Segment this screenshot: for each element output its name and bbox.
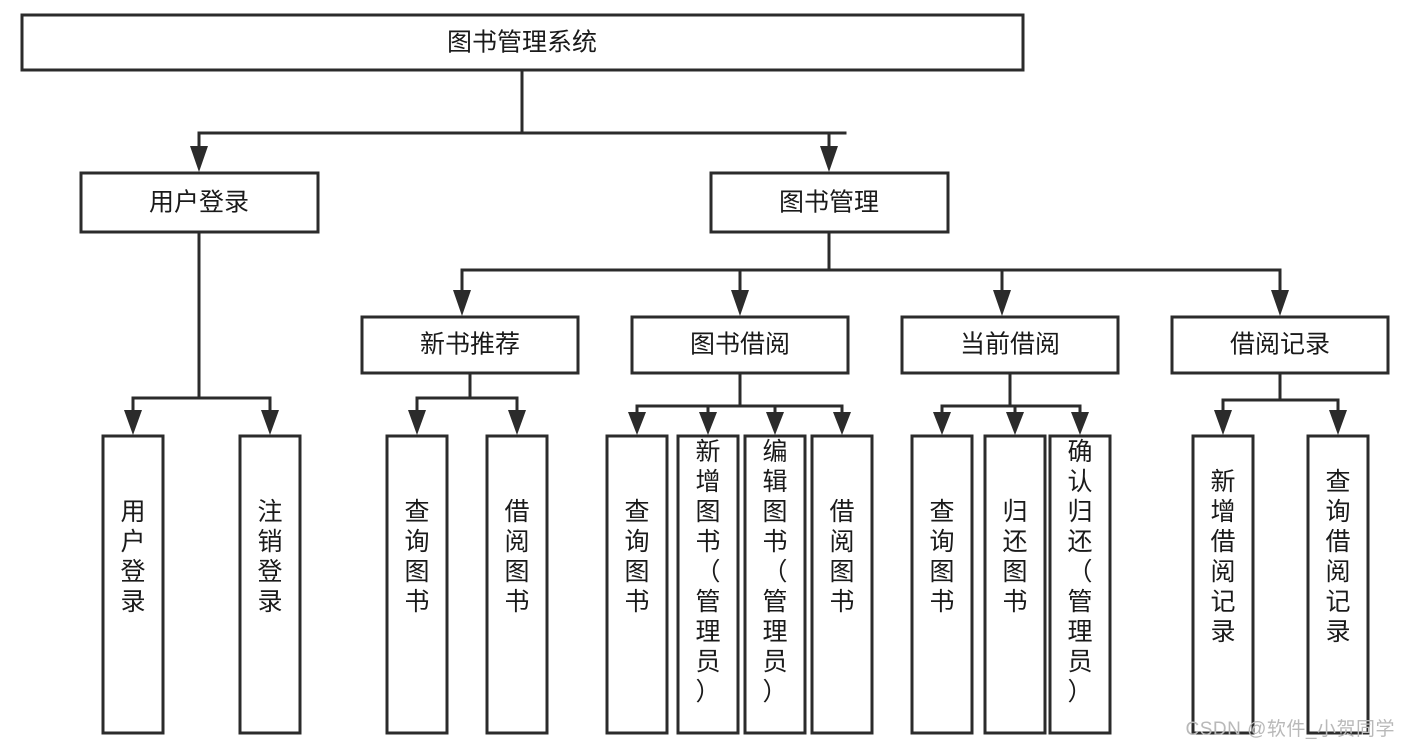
- node-leaf-add-book-admin-box[interactable]: [676, 434, 740, 735]
- node-current-borrow-box[interactable]: [900, 315, 1120, 375]
- node-leaf-query-book-1-box[interactable]: [385, 434, 449, 735]
- node-leaf-query-borrow-record-box[interactable]: [1306, 434, 1370, 735]
- node-leaf-logout-login-box[interactable]: [238, 434, 302, 735]
- arrowhead-leaf-query-book-1: [408, 410, 426, 435]
- arrowhead-book-borrow: [731, 290, 749, 316]
- node-leaf-edit-book-admin[interactable]: 编辑图书（管理员）: [743, 434, 807, 735]
- arrowhead-current-borrow: [993, 290, 1011, 316]
- node-new-book-recommend[interactable]: 新书推荐: [360, 315, 580, 375]
- arrowhead-leaf-user-login: [124, 410, 142, 435]
- node-leaf-user-login-box[interactable]: [101, 434, 165, 735]
- node-leaf-add-book-admin[interactable]: 新增图书（管理员）: [676, 434, 740, 735]
- node-borrow-record-box[interactable]: [1170, 315, 1390, 375]
- node-leaf-add-borrow-record-label: 新增借阅记录: [1210, 468, 1235, 646]
- node-user-login[interactable]: 用户登录: [79, 171, 320, 234]
- node-leaf-borrow-book-2-label: 借阅图书: [829, 498, 854, 616]
- arrowhead-leaf-query-book-3: [933, 412, 951, 435]
- node-new-book-recommend-label: 新书推荐: [420, 331, 520, 359]
- arrowhead-borrow-record: [1271, 290, 1289, 316]
- node-leaf-query-borrow-record-label: 查询借阅记录: [1325, 468, 1350, 646]
- node-leaf-borrow-book-1-box[interactable]: [485, 434, 549, 735]
- node-leaf-query-book-1-label: 查询图书: [404, 498, 429, 616]
- node-book-management-box[interactable]: [709, 171, 950, 234]
- node-leaf-borrow-book-1[interactable]: 借阅图书: [485, 434, 549, 735]
- arrowhead-leaf-confirm-return-admin: [1071, 412, 1089, 435]
- node-book-borrow-label: 图书借阅: [690, 331, 790, 359]
- node-leaf-query-book-2[interactable]: 查询图书: [605, 434, 669, 735]
- node-leaf-return-book-label: 归还图书: [1002, 498, 1027, 616]
- arrowhead-leaf-return-book: [1006, 412, 1024, 435]
- node-new-book-recommend-box[interactable]: [360, 315, 580, 375]
- node-current-borrow[interactable]: 当前借阅: [900, 315, 1120, 375]
- node-leaf-edit-book-admin-box[interactable]: [743, 434, 807, 735]
- node-leaf-user-login[interactable]: 用户登录: [101, 434, 165, 735]
- arrowhead-leaf-edit-book-admin: [766, 412, 784, 435]
- node-leaf-query-borrow-record[interactable]: 查询借阅记录: [1306, 434, 1370, 735]
- csdn-watermark: CSDN @软件_小贺同学: [1185, 719, 1395, 740]
- node-leaf-confirm-return-admin-label: 确认归还（管理员）: [1067, 438, 1092, 706]
- node-root-box[interactable]: [20, 13, 1025, 72]
- node-leaf-query-book-2-box[interactable]: [605, 434, 669, 735]
- arrowhead-leaf-add-book-admin: [699, 412, 717, 435]
- arrowhead-new-book-recommend: [453, 290, 471, 316]
- node-root[interactable]: 图书管理系统: [20, 13, 1025, 72]
- node-leaf-query-book-3[interactable]: 查询图书: [910, 434, 974, 735]
- node-root-label: 图书管理系统: [447, 29, 597, 57]
- node-leaf-query-book-3-box[interactable]: [910, 434, 974, 735]
- node-leaf-return-book-box[interactable]: [983, 434, 1047, 735]
- node-book-borrow-box[interactable]: [630, 315, 850, 375]
- arrowhead-leaf-query-book-2: [628, 412, 646, 435]
- node-leaf-user-login-label: 用户登录: [120, 498, 145, 616]
- node-user-login-label: 用户登录: [149, 189, 249, 217]
- node-current-borrow-label: 当前借阅: [960, 331, 1060, 359]
- arrowhead-leaf-query-borrow-record: [1329, 410, 1347, 435]
- arrowhead-leaf-logout-login: [261, 410, 279, 435]
- node-leaf-confirm-return-admin-box[interactable]: [1048, 434, 1112, 735]
- node-borrow-record[interactable]: 借阅记录: [1170, 315, 1390, 375]
- arrowhead-leaf-add-borrow-record: [1214, 410, 1232, 435]
- connector-layer: [124, 68, 1347, 435]
- node-borrow-record-label: 借阅记录: [1230, 331, 1330, 359]
- arrowhead-book-management: [820, 146, 838, 172]
- arrowhead-user-login: [190, 146, 208, 172]
- node-leaf-add-book-admin-label: 新增图书（管理员）: [695, 438, 720, 706]
- node-leaf-logout-login[interactable]: 注销登录: [238, 434, 302, 735]
- node-leaf-query-book-3-label: 查询图书: [929, 498, 954, 616]
- node-leaf-borrow-book-1-label: 借阅图书: [504, 498, 529, 616]
- node-leaf-return-book[interactable]: 归还图书: [983, 434, 1047, 735]
- node-leaf-logout-login-label: 注销登录: [257, 498, 282, 616]
- node-leaf-query-book-1[interactable]: 查询图书: [385, 434, 449, 735]
- node-leaf-add-borrow-record[interactable]: 新增借阅记录: [1191, 434, 1255, 735]
- node-book-management-label: 图书管理: [779, 189, 879, 217]
- node-leaf-borrow-book-2[interactable]: 借阅图书: [810, 434, 874, 735]
- node-book-borrow[interactable]: 图书借阅: [630, 315, 850, 375]
- node-book-management[interactable]: 图书管理: [709, 171, 950, 234]
- node-leaf-confirm-return-admin[interactable]: 确认归还（管理员）: [1048, 434, 1112, 735]
- node-user-login-box[interactable]: [79, 171, 320, 234]
- arrowhead-leaf-borrow-book-2: [833, 412, 851, 435]
- node-leaf-edit-book-admin-label: 编辑图书（管理员）: [762, 438, 787, 706]
- node-leaf-borrow-book-2-box[interactable]: [810, 434, 874, 735]
- node-leaf-query-book-2-label: 查询图书: [624, 498, 649, 616]
- arrowhead-leaf-borrow-book-1: [508, 410, 526, 435]
- node-leaf-add-borrow-record-box[interactable]: [1191, 434, 1255, 735]
